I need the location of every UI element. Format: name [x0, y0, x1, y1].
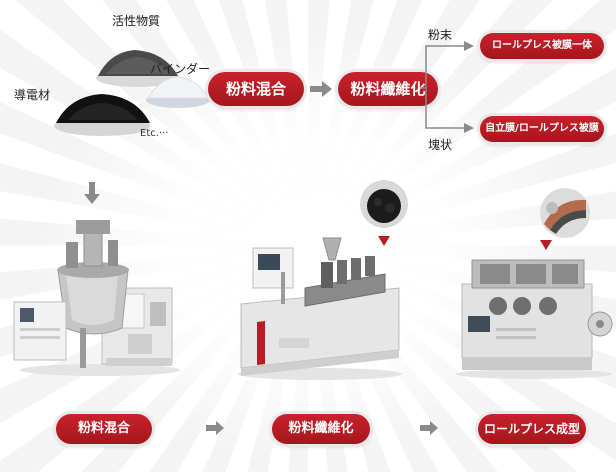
arrow-right-icon — [310, 81, 332, 97]
branch-powder-label: 粉末 — [428, 28, 453, 42]
material-piles-illustration — [54, 50, 210, 136]
fibrillated-powder-callout — [360, 180, 408, 228]
extruder-machine-illustration — [238, 237, 402, 380]
electrode-film-callout — [540, 188, 590, 238]
result-roll-press-integrated: ロールプレス被膜一体 — [480, 33, 604, 59]
bottom-step-powder-mixing: 粉料混合 — [56, 414, 152, 444]
callout-pointer-icon — [540, 240, 552, 250]
result-freestanding-roll-press: 自立膜/ロールプレス被膜 — [480, 116, 604, 142]
callout-pointer-icon — [378, 236, 390, 246]
material-active-label: 活性物質 — [112, 14, 161, 28]
material-etc-label: Etc.··· — [140, 128, 169, 139]
top-step-powder-fibrillation: 粉料纖維化 — [338, 72, 438, 106]
mixer-machine-illustration — [13, 220, 180, 376]
material-binder-label: バインダー — [150, 62, 211, 76]
bottom-step-roll-press-forming: ロールプレス成型 — [478, 414, 586, 444]
arrow-down-icon — [84, 182, 100, 204]
arrow-right-icon — [420, 421, 438, 435]
top-step-powder-mixing: 粉料混合 — [208, 72, 304, 106]
roll-press-machine-illustration — [456, 259, 613, 379]
bottom-step-powder-fibrillation: 粉料纖維化 — [272, 414, 370, 444]
arrow-right-icon — [206, 421, 224, 435]
material-conductive-label: 導電材 — [14, 88, 51, 102]
branch-block-label: 塊状 — [428, 138, 453, 152]
branch-connector — [420, 41, 474, 133]
